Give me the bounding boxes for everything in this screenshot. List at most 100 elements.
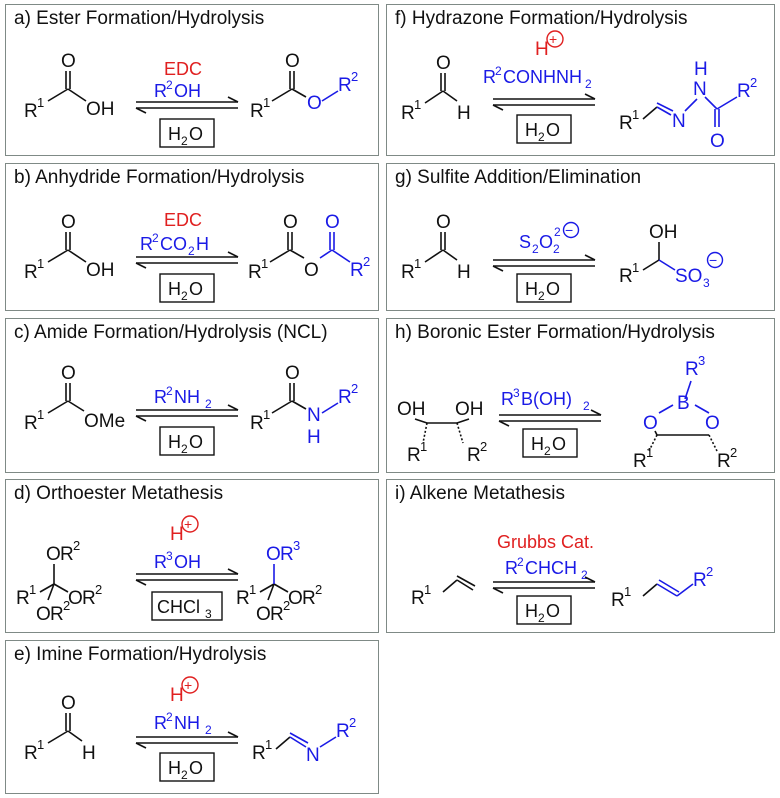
svg-text:2: 2 bbox=[363, 254, 370, 269]
svg-text:2: 2 bbox=[181, 768, 188, 782]
svg-text:CHCH: CHCH bbox=[525, 558, 577, 578]
svg-text:1: 1 bbox=[414, 97, 421, 112]
svg-text:R: R bbox=[411, 588, 425, 609]
svg-text:2: 2 bbox=[554, 225, 561, 239]
svg-text:B(OH): B(OH) bbox=[521, 389, 572, 409]
panel-b-scheme: O R 1 OH EDC R 2 CO 2 H H 2 O O O R 1 O … bbox=[24, 210, 370, 303]
svg-text:NH: NH bbox=[174, 713, 200, 733]
svg-text:1: 1 bbox=[632, 107, 639, 122]
panel-h: h) Boronic Ester Formation/Hydrolysis OH… bbox=[386, 318, 775, 473]
panel-d-scheme: O R 2 R 1 O R 2 O R 2 H + R 3 OH CHCl 3 … bbox=[16, 515, 322, 625]
svg-text:3: 3 bbox=[166, 549, 173, 563]
svg-text:H: H bbox=[82, 743, 96, 764]
svg-text:R: R bbox=[270, 604, 284, 625]
svg-text:2: 2 bbox=[95, 582, 102, 597]
svg-text:2: 2 bbox=[532, 242, 539, 256]
svg-text:CO: CO bbox=[160, 234, 187, 254]
svg-text:1: 1 bbox=[414, 256, 421, 271]
svg-text:2: 2 bbox=[538, 611, 545, 625]
svg-text:R: R bbox=[336, 721, 350, 742]
svg-text:OH: OH bbox=[86, 99, 115, 120]
svg-text:1: 1 bbox=[265, 737, 272, 752]
svg-text:H: H bbox=[531, 434, 544, 454]
svg-text:R: R bbox=[501, 389, 514, 409]
svg-text:N: N bbox=[693, 79, 707, 100]
svg-text:2: 2 bbox=[351, 69, 358, 84]
svg-text:OH: OH bbox=[86, 260, 115, 281]
svg-text:2: 2 bbox=[495, 64, 502, 78]
svg-text:O: O bbox=[288, 588, 303, 609]
svg-text:R: R bbox=[505, 558, 518, 578]
panel-e-title: e) Imine Formation/Hydrolysis bbox=[14, 644, 267, 665]
svg-text:O: O bbox=[436, 212, 451, 233]
svg-text:1: 1 bbox=[37, 737, 44, 752]
svg-text:R: R bbox=[24, 101, 38, 122]
svg-text:R: R bbox=[401, 103, 415, 124]
svg-text:1: 1 bbox=[646, 445, 653, 460]
svg-text:1: 1 bbox=[263, 95, 270, 110]
svg-text:1: 1 bbox=[263, 407, 270, 422]
water-box bbox=[159, 118, 215, 148]
svg-text:Grubbs Cat.: Grubbs Cat. bbox=[497, 532, 594, 552]
svg-text:O: O bbox=[546, 120, 560, 140]
svg-text:O: O bbox=[546, 601, 560, 621]
svg-text:1: 1 bbox=[29, 582, 36, 597]
svg-text:R: R bbox=[50, 604, 64, 625]
svg-text:H: H bbox=[168, 758, 181, 778]
svg-text:N: N bbox=[307, 405, 321, 426]
svg-text:1: 1 bbox=[424, 582, 431, 597]
svg-text:R: R bbox=[467, 445, 481, 466]
svg-text:R: R bbox=[250, 101, 264, 122]
svg-text:R: R bbox=[154, 387, 167, 407]
svg-text:2: 2 bbox=[351, 381, 358, 396]
svg-text:R: R bbox=[16, 588, 30, 609]
svg-text:O: O bbox=[36, 604, 51, 625]
svg-text:3: 3 bbox=[703, 276, 710, 290]
svg-text:O: O bbox=[304, 260, 319, 281]
panel-f: f) Hydrazone Formation/Hydrolysis O R 1 … bbox=[386, 4, 775, 156]
svg-text:2: 2 bbox=[181, 442, 188, 456]
svg-text:O: O bbox=[325, 212, 340, 233]
svg-text:2: 2 bbox=[166, 384, 173, 398]
svg-text:1: 1 bbox=[624, 584, 631, 599]
svg-text:H: H bbox=[457, 103, 471, 124]
svg-text:R: R bbox=[24, 262, 38, 283]
catalyst-label: EDC bbox=[164, 59, 202, 79]
svg-text:+: + bbox=[549, 31, 557, 47]
svg-text:R: R bbox=[154, 81, 167, 101]
svg-text:O: O bbox=[266, 544, 281, 565]
svg-text:R: R bbox=[140, 234, 153, 254]
svg-text:OH: OH bbox=[174, 81, 201, 101]
svg-text:O: O bbox=[46, 544, 61, 565]
svg-text:2: 2 bbox=[166, 78, 173, 92]
svg-text:R: R bbox=[154, 552, 167, 572]
svg-text:2: 2 bbox=[480, 439, 487, 454]
panel-g: g) Sulfite Addition/Elimination O R 1 H … bbox=[386, 163, 775, 311]
carbonyl-oxygen: O bbox=[61, 51, 76, 72]
svg-text:3: 3 bbox=[513, 386, 520, 400]
svg-text:R: R bbox=[619, 113, 633, 134]
svg-text:O: O bbox=[256, 604, 271, 625]
svg-text:2: 2 bbox=[730, 445, 737, 460]
svg-text:H: H bbox=[457, 262, 471, 283]
svg-text:3: 3 bbox=[205, 607, 212, 621]
panel-c-scheme: O R 1 OMe R 2 NH 2 H 2 O O R 1 N H R 2 bbox=[24, 363, 358, 456]
panel-g-scheme: O R 1 H S 2 O 2 2 − H 2 O OH R 1 SO 3 − bbox=[401, 212, 724, 303]
svg-text:R: R bbox=[248, 262, 262, 283]
svg-text:R: R bbox=[280, 544, 294, 565]
panel-h-title: h) Boronic Ester Formation/Hydrolysis bbox=[395, 322, 715, 343]
panel-a-title: a) Ester Formation/Hydrolysis bbox=[14, 8, 265, 29]
svg-text:H: H bbox=[307, 427, 321, 448]
svg-text:R: R bbox=[350, 260, 364, 281]
svg-text:O: O bbox=[539, 232, 553, 252]
svg-text:2: 2 bbox=[544, 444, 551, 458]
svg-text:3: 3 bbox=[293, 538, 300, 553]
svg-text:O: O bbox=[189, 432, 203, 452]
svg-text:R: R bbox=[338, 387, 352, 408]
svg-text:R: R bbox=[302, 588, 316, 609]
svg-text:2: 2 bbox=[181, 134, 188, 148]
svg-text:CHCl: CHCl bbox=[157, 597, 200, 617]
svg-text:H: H bbox=[170, 524, 184, 545]
svg-text:H: H bbox=[525, 120, 538, 140]
panel-b-title: b) Anhydride Formation/Hydrolysis bbox=[14, 167, 305, 188]
